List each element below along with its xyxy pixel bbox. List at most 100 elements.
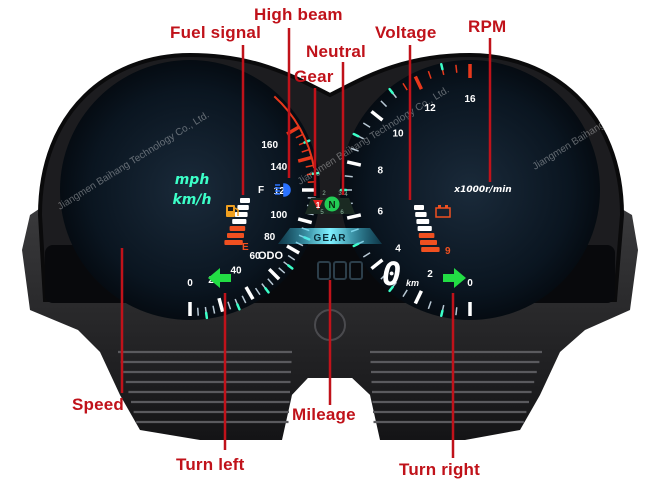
speedometer-major-tick <box>286 244 300 255</box>
tachometer-minor-tick <box>350 147 359 152</box>
tachometer-accent-mark <box>388 285 394 293</box>
tachometer-face <box>340 60 600 320</box>
callout-turn-right: Turn right <box>399 460 480 479</box>
tachometer-accent-mark <box>352 242 360 248</box>
callout-gear: Gear <box>294 67 334 86</box>
speedometer-minor-tick <box>254 287 261 296</box>
speedometer-minor-tick <box>301 148 310 153</box>
speedometer-tick-label: 100 <box>271 210 288 221</box>
tachometer-minor-tick <box>362 252 371 258</box>
gear-position-label: 6 <box>340 210 344 216</box>
speedometer-major-tick <box>217 297 225 313</box>
speedometer-minor-tick <box>305 164 314 168</box>
tachometer-major-tick <box>413 290 423 305</box>
speedometer-tick-label: 60 <box>249 251 261 262</box>
tachometer-tick-label: 2 <box>427 269 433 280</box>
speedometer-accent-mark <box>236 303 241 311</box>
tachometer-tick-label: 0 <box>467 278 473 289</box>
speedometer-minor-tick <box>278 267 286 274</box>
tachometer-minor-tick <box>402 82 408 91</box>
fuel-full-label: F <box>258 185 264 196</box>
speedometer-major-tick <box>244 286 255 300</box>
speedometer-accent-mark <box>287 264 294 270</box>
tachometer-tick-label: 4 <box>395 243 401 254</box>
odo-ghost-digits <box>317 261 363 280</box>
callout-voltage: Voltage <box>375 23 437 42</box>
speedometer-minor-tick <box>196 307 199 316</box>
speedometer-tick-label: 40 <box>230 266 242 277</box>
tachometer-major-tick <box>413 75 423 90</box>
tachometer-accent-mark <box>352 132 360 138</box>
tachometer-major-tick <box>346 213 362 220</box>
speedometer-face <box>60 60 320 320</box>
voltage-gauge-segment <box>416 219 430 224</box>
tachometer-accent-mark <box>388 87 394 95</box>
callout-speed: Speed <box>72 395 125 414</box>
speedometer-accent-mark <box>204 311 209 320</box>
speedometer-minor-tick <box>227 301 232 310</box>
speedometer-major-tick <box>297 217 313 225</box>
speedometer-major-tick <box>297 155 313 163</box>
speedometer-accent-mark <box>264 287 270 294</box>
fuel-gauge-segment <box>229 226 246 231</box>
tachometer-tick-label: 8 <box>378 166 384 177</box>
speedometer-minor-tick <box>287 254 296 261</box>
callout-turn-left: Turn left <box>176 455 245 474</box>
speedometer-tick-label: 160 <box>261 140 278 151</box>
tachometer-minor-tick <box>380 100 388 108</box>
voltage-gauge-bars <box>414 205 440 252</box>
tachometer-tick-label: 16 <box>464 94 476 105</box>
tachometer-tick-label: 6 <box>378 206 384 217</box>
voltage-max-label: 9 <box>445 246 451 257</box>
neutral-light <box>324 196 340 212</box>
voltage-gauge-segment <box>415 212 427 217</box>
fuel-gauge: F E <box>224 185 264 253</box>
speedometer-tick-label: 120 <box>274 186 291 197</box>
fuel-pump-icon <box>226 205 239 217</box>
tachometer-accent-mark <box>440 309 444 318</box>
odo-value: 0 <box>382 255 401 293</box>
fuel-gauge-segment <box>240 198 250 203</box>
tachometer-tick-label: 10 <box>393 129 405 140</box>
speed-unit-kmh: km/h <box>173 192 212 208</box>
turn-right-icon <box>443 268 466 288</box>
speedometer-minor-tick <box>295 133 304 139</box>
odo-label: ODO <box>258 250 284 262</box>
speedometer-tick-label: 80 <box>264 232 276 243</box>
gear-bar <box>278 228 382 244</box>
dial-markings: 02040608010012014016002468101216 <box>187 62 476 320</box>
tachometer-minor-tick <box>455 307 458 316</box>
voltage-gauge-segment <box>417 226 432 231</box>
gear-position-label: 4 <box>344 192 348 198</box>
speedometer-minor-tick <box>267 278 274 286</box>
callout-fuel-signal: Fuel signal <box>170 23 261 42</box>
tachometer-tick-label: 12 <box>425 103 437 114</box>
gear-number: 1 <box>316 201 321 210</box>
voltage-gauge-segment <box>421 247 440 252</box>
speedometer-major-tick <box>267 267 281 281</box>
speedometer-minor-tick <box>212 305 216 314</box>
odo-unit: km <box>406 278 419 288</box>
tachometer-minor-tick <box>362 122 371 128</box>
tachometer-minor-tick <box>455 64 458 73</box>
speedometer-redline-arc <box>273 95 316 169</box>
gear-segment-red <box>313 200 323 210</box>
speedometer-tick-label: 140 <box>271 162 288 173</box>
speedometer-tick-label: 0 <box>187 278 193 289</box>
gear-position-label: 3 <box>338 191 342 197</box>
neutral-letter: N <box>328 200 335 211</box>
tachometer-minor-tick <box>427 70 432 79</box>
fuel-gauge-segment <box>237 205 249 210</box>
rpm-unit: x1000r/min <box>453 185 511 195</box>
callout-neutral: Neutral <box>306 42 366 61</box>
tachometer-accent-mark <box>440 62 444 71</box>
tachometer-major-tick <box>370 258 384 270</box>
speedometer-minor-tick <box>241 295 247 304</box>
tachometer-major-tick <box>370 110 384 122</box>
callout-rpm: RPM <box>468 17 507 36</box>
speed-unit-mph: mph <box>175 172 210 188</box>
high-beam-icon <box>275 183 291 197</box>
